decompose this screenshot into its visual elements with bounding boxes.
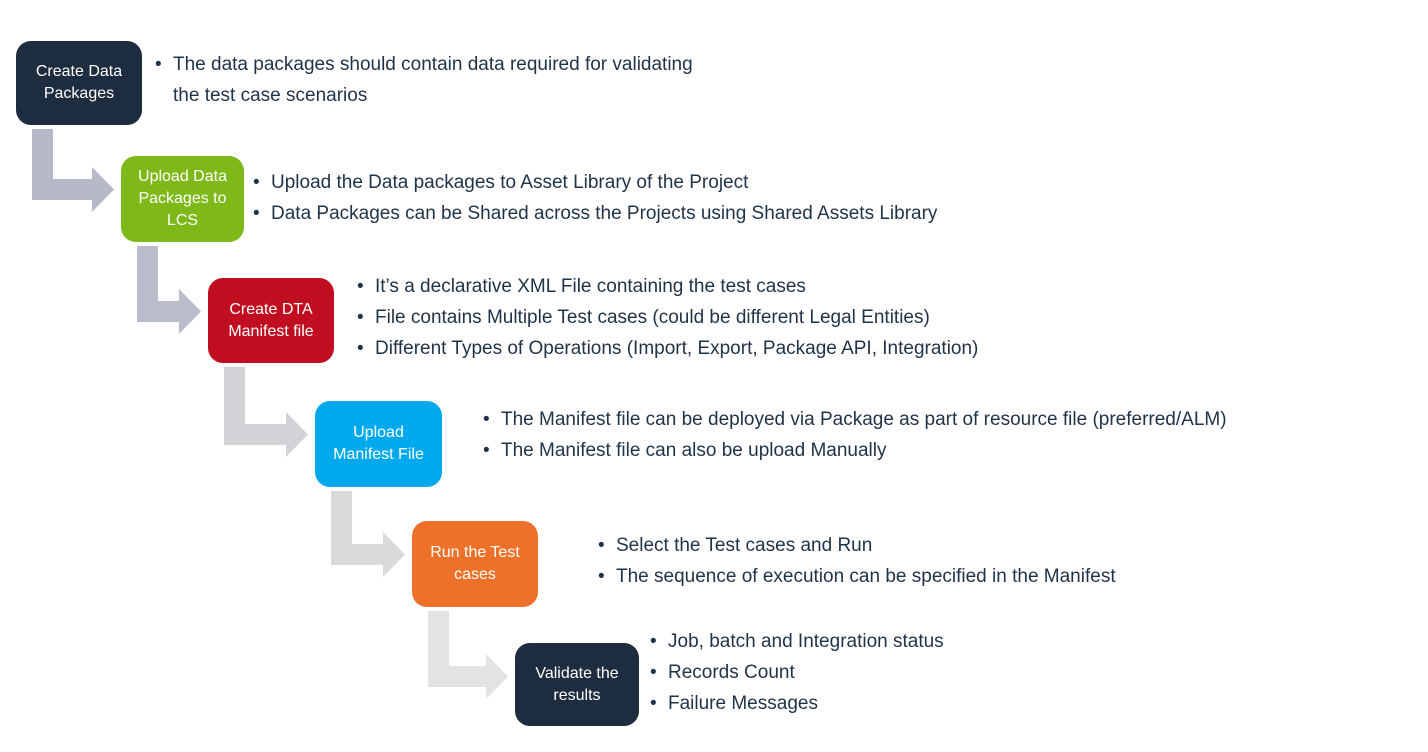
bullet-text: The sequence of execution can be specifi… bbox=[616, 566, 1116, 587]
bullet-item: • File contains Multiple Test cases (coul… bbox=[357, 302, 978, 333]
step-box-run-the-test-cases: Run the Test cases bbox=[412, 521, 538, 607]
bullet-item: • The data packages should contain data r… bbox=[155, 49, 693, 111]
bullet-list-validate-the-results: • Job, batch and Integration status • Recor… bbox=[650, 626, 944, 719]
step-box-upload-data-packages-to-lcs: Upload Data Packages to LCS bbox=[121, 156, 244, 242]
step-box-upload-manifest-file: Upload Manifest File bbox=[315, 401, 442, 487]
bullet-glyph: • bbox=[357, 276, 364, 297]
elbow-arrow-5 bbox=[428, 611, 508, 699]
bullet-glyph: • bbox=[483, 440, 490, 461]
bullet-item: • It’s a declarative XML File containing … bbox=[357, 271, 978, 302]
bullet-text: Different Types of Operations (Import, E… bbox=[375, 338, 979, 359]
bullet-item: • Records Count bbox=[650, 657, 944, 688]
step-label: Run the Test cases bbox=[430, 544, 520, 583]
bullet-item: • The sequence of execution can be specif… bbox=[598, 561, 1116, 592]
bullet-glyph: • bbox=[155, 54, 162, 75]
step-box-create-dta-manifest-file: Create DTA Manifest file bbox=[208, 278, 334, 363]
bullet-glyph: • bbox=[253, 172, 260, 193]
bullet-text: The data packages should contain data re… bbox=[173, 54, 693, 106]
bullet-text: Job, batch and Integration status bbox=[668, 631, 944, 652]
bullet-glyph: • bbox=[483, 409, 490, 430]
elbow-arrow-1 bbox=[32, 129, 114, 212]
bullet-list-create-data-packages: • The data packages should contain data r… bbox=[155, 49, 693, 111]
step-label: Create DTA Manifest file bbox=[228, 300, 314, 340]
elbow-arrow-2 bbox=[137, 246, 201, 334]
bullet-glyph: • bbox=[357, 338, 364, 359]
bullet-text: It’s a declarative XML File containing t… bbox=[375, 276, 806, 297]
step-label: Create Data Packages bbox=[35, 63, 123, 102]
bullet-text: Records Count bbox=[668, 662, 795, 683]
bullet-item: • Different Types of Operations (Import, … bbox=[357, 333, 978, 364]
bullet-glyph: • bbox=[253, 203, 260, 224]
bullet-list-upload-data-packages-to-lcs: • Upload the Data packages to Asset Libra… bbox=[253, 167, 937, 229]
bullet-text: Data Packages can be Shared across the P… bbox=[271, 203, 938, 224]
bullet-item: • Job, batch and Integration status bbox=[650, 626, 944, 657]
step-label: Upload Data Packages to LCS bbox=[138, 168, 227, 229]
bullet-item: • The Manifest file can also be upload Ma… bbox=[483, 435, 1227, 466]
bullet-item: • Data Packages can be Shared across the … bbox=[253, 198, 937, 229]
bullet-list-create-dta-manifest-file: • It’s a declarative XML File containing … bbox=[357, 271, 978, 364]
step-label: Upload Manifest File bbox=[333, 424, 424, 463]
bullet-glyph: • bbox=[598, 566, 605, 587]
bullet-item: • Failure Messages bbox=[650, 688, 944, 719]
step-label: Validate the results bbox=[535, 664, 619, 704]
bullet-item: • Select the Test cases and Run bbox=[598, 530, 1116, 561]
bullet-glyph: • bbox=[650, 662, 657, 683]
bullet-text: The Manifest file can be deployed via Pa… bbox=[501, 409, 1227, 430]
step-box-create-data-packages: Create Data Packages bbox=[16, 41, 142, 125]
bullet-item: • The Manifest file can be deployed via P… bbox=[483, 404, 1227, 435]
step-box-validate-the-results: Validate the results bbox=[515, 643, 639, 726]
bullet-text: Upload the Data packages to Asset Librar… bbox=[271, 172, 749, 193]
bullet-list-run-the-test-cases: • Select the Test cases and Run • The seque… bbox=[598, 530, 1116, 592]
bullet-glyph: • bbox=[650, 631, 657, 652]
bullet-glyph: • bbox=[650, 693, 657, 714]
bullet-text: The Manifest file can also be upload Man… bbox=[501, 440, 887, 461]
bullet-glyph: • bbox=[598, 535, 605, 556]
elbow-arrow-3 bbox=[224, 367, 308, 457]
elbow-arrow-4 bbox=[331, 491, 405, 577]
bullet-item: • Upload the Data packages to Asset Libra… bbox=[253, 167, 937, 198]
bullet-text: Select the Test cases and Run bbox=[616, 535, 873, 556]
bullet-glyph: • bbox=[357, 307, 364, 328]
bullet-text: Failure Messages bbox=[668, 693, 818, 714]
bullet-text: File contains Multiple Test cases (could… bbox=[375, 307, 930, 328]
bullet-list-upload-manifest-file: • The Manifest file can be deployed via P… bbox=[483, 404, 1227, 466]
